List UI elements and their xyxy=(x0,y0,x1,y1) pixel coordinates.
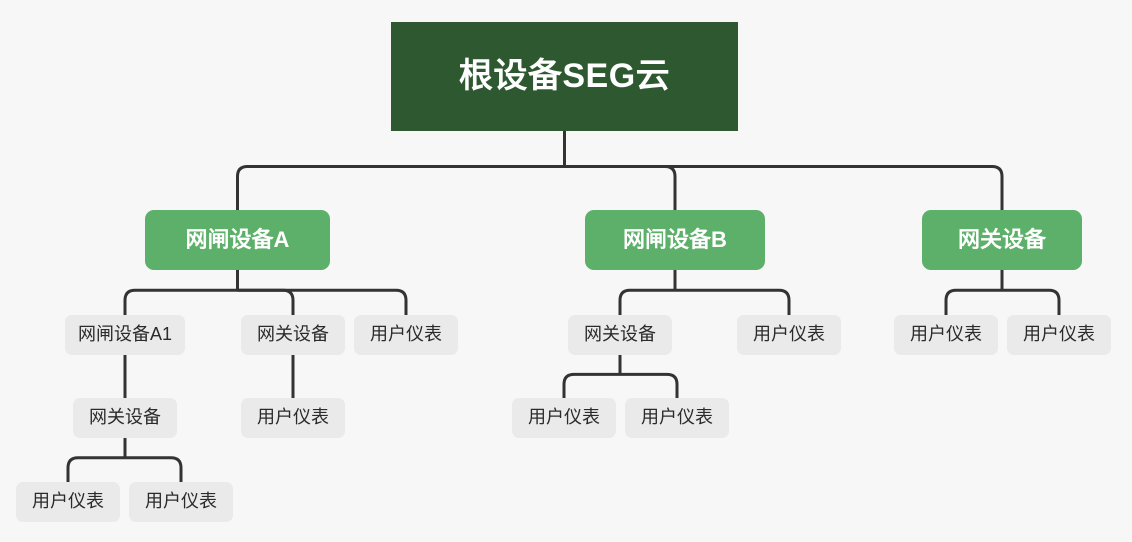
tree-node-label: 用户仪表 xyxy=(753,324,825,345)
tree-node-a1a1[interactable]: 用户仪表 xyxy=(16,482,120,522)
edge-root-a xyxy=(236,165,565,210)
tree-node-label: 网闸设备A xyxy=(185,226,290,252)
tree-node-label: 用户仪表 xyxy=(1023,324,1095,345)
tree-node-label: 用户仪表 xyxy=(641,407,713,428)
tree-node-b1a[interactable]: 用户仪表 xyxy=(512,398,616,438)
edge-c-c1 xyxy=(944,288,1002,315)
tree-node-label: 用户仪表 xyxy=(257,407,329,428)
tree-node-c1[interactable]: 用户仪表 xyxy=(894,315,998,355)
tree-node-a1a[interactable]: 网关设备 xyxy=(73,398,177,438)
edge-root-c xyxy=(564,165,1004,210)
tree-node-a1a2[interactable]: 用户仪表 xyxy=(129,482,233,522)
edge-b1-b1b xyxy=(620,372,679,398)
tree-node-root[interactable]: 根设备SEG云 xyxy=(391,22,738,131)
edge-a-a3 xyxy=(237,288,408,315)
tree-node-a1[interactable]: 网闸设备A1 xyxy=(65,315,185,355)
tree-node-label: 用户仪表 xyxy=(32,491,104,512)
edge-root-b xyxy=(564,165,677,210)
tree-node-label: 网关设备 xyxy=(957,226,1046,252)
tree-node-label: 网闸设备A1 xyxy=(77,324,173,345)
tree-node-a[interactable]: 网闸设备A xyxy=(145,210,330,270)
tree-node-a3[interactable]: 用户仪表 xyxy=(354,315,458,355)
edge-a1a-a1a1 xyxy=(66,456,125,482)
tree-node-label: 网关设备 xyxy=(257,324,329,345)
tree-node-b[interactable]: 网闸设备B xyxy=(585,210,765,270)
tree-node-label: 用户仪表 xyxy=(910,324,982,345)
tree-node-label: 网关设备 xyxy=(89,407,161,428)
tree-node-label: 用户仪表 xyxy=(528,407,600,428)
tree-node-label: 根设备SEG云 xyxy=(458,56,671,95)
edge-b1-b1a xyxy=(562,372,620,398)
tree-node-a2[interactable]: 网关设备 xyxy=(241,315,345,355)
tree-node-label: 用户仪表 xyxy=(145,491,217,512)
tree-node-b1[interactable]: 网关设备 xyxy=(568,315,672,355)
tree-node-c[interactable]: 网关设备 xyxy=(922,210,1082,270)
tree-node-label: 网关设备 xyxy=(584,324,656,345)
tree-node-label: 网闸设备B xyxy=(623,226,727,252)
edge-a1a-a1a2 xyxy=(125,456,183,482)
edge-c-c2 xyxy=(1002,288,1061,315)
edge-b-b1 xyxy=(618,288,675,315)
edge-b-b2 xyxy=(675,288,791,315)
tree-node-b2[interactable]: 用户仪表 xyxy=(737,315,841,355)
edge-a-a2 xyxy=(237,288,295,315)
tree-node-b1b[interactable]: 用户仪表 xyxy=(625,398,729,438)
tree-node-c2[interactable]: 用户仪表 xyxy=(1007,315,1111,355)
tree-node-label: 用户仪表 xyxy=(370,324,442,345)
tree-node-a2a[interactable]: 用户仪表 xyxy=(241,398,345,438)
edge-a-a1 xyxy=(123,288,238,315)
